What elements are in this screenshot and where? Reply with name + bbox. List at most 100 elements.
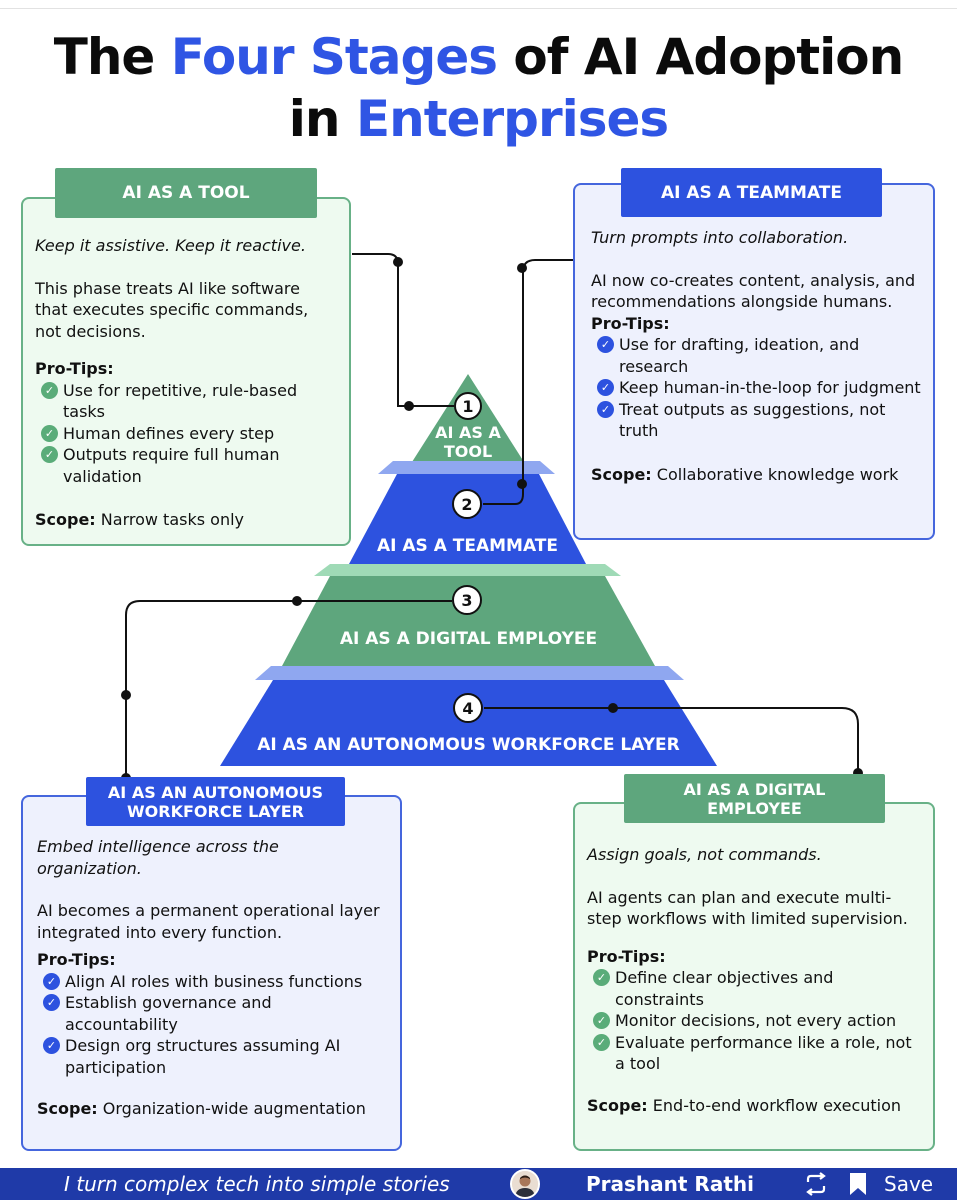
pyramid-divider-2 (314, 564, 621, 576)
connector-line-1 (352, 253, 454, 407)
avatar[interactable] (510, 1169, 540, 1199)
card-ai-as-a-tool: Keep it assistive. Keep it reactive. Thi… (21, 197, 351, 546)
tip-text: Treat outputs as suggestions, not truth (619, 399, 886, 441)
check-icon: ✓ (597, 379, 614, 396)
connector-line-2 (483, 259, 574, 505)
check-icon: ✓ (597, 336, 614, 353)
card-ai-as-a-teammate: Turn prompts into collaboration. AI now … (573, 183, 935, 540)
tip-item: ✓Use for repetitive, rule-based tasks (35, 380, 337, 423)
stage-number-4: 4 (453, 693, 483, 723)
tip-text: Use for repetitive, rule-based tasks (63, 380, 298, 422)
check-icon: ✓ (593, 1033, 610, 1051)
tips-list: ✓ Use for drafting, ideation, and researc… (591, 334, 921, 442)
pyramid-layer-3 (282, 576, 655, 666)
tip-item: ✓ Keep human-in-the-loop for judgment (591, 377, 921, 399)
card-intro: Turn prompts into collaboration. (591, 228, 849, 247)
avatar-icon (512, 1171, 538, 1197)
connector-dot (121, 690, 131, 700)
scope-text: Narrow tasks only (95, 510, 244, 529)
protips-heading: Pro-Tips: (37, 950, 116, 969)
card-scope: Scope: End-to-end workflow execution (587, 1095, 923, 1117)
stage-number-2: 2 (452, 489, 482, 519)
card-ai-as-a-digital-employee: Assign goals, not commands. AI agents ca… (573, 802, 935, 1151)
tag-line: EMPLOYEE (707, 798, 802, 818)
pyramid-layer-2 (349, 474, 586, 564)
bookmark-icon[interactable] (848, 1172, 868, 1196)
tip-text: Outputs require full human validation (63, 445, 280, 486)
check-icon: ✓ (41, 446, 58, 463)
scope-label: Scope: (37, 1099, 98, 1118)
tag-ai-as-a-teammate: AI AS A TEAMMATE (621, 168, 882, 217)
title-text: in (288, 90, 356, 148)
tip-item: ✓ Treat outputs as suggestions, not truth (591, 399, 921, 442)
stage-number-3: 3 (452, 585, 482, 615)
pyramid-label-line: TOOL (443, 442, 493, 461)
card-description: AI now co-creates content, analysis, and… (591, 270, 916, 312)
tip-item: ✓ Outputs require full human validation (35, 444, 337, 487)
check-icon: ✓ (43, 994, 60, 1011)
tip-item: ✓Human defines every step (35, 423, 337, 445)
tip-text: Define clear objectives and constraints (615, 968, 834, 1009)
tip-item: ✓ Establish governance and accountability (37, 992, 388, 1035)
page-title: The Four Stages of AI Adoption in Enterp… (0, 26, 957, 150)
protips-heading: Pro-Tips: (35, 359, 114, 378)
pyramid-label-line: AI AS A (435, 423, 501, 442)
tip-text: Keep human-in-the-loop for judgment (619, 378, 921, 397)
pyramid-divider-1 (378, 461, 555, 474)
protips-heading: Pro-Tips: (587, 946, 666, 966)
save-button[interactable]: Save (884, 1172, 934, 1196)
pyramid-divider-3 (255, 666, 684, 680)
repost-icon[interactable] (802, 1171, 830, 1197)
tip-text: Design org structures assuming AI partic… (65, 1036, 341, 1077)
tip-item: ✓ Monitor decisions, not every action (587, 1010, 923, 1032)
tag-line: WORKFORCE LAYER (127, 801, 304, 821)
connector-dot (292, 596, 302, 606)
connector-dot (393, 257, 403, 267)
tip-item: ✓ Align AI roles with business functions (37, 971, 388, 993)
pyramid-label-3: AI AS A DIGITAL EMPLOYEE (339, 629, 598, 649)
connector-dot (517, 479, 527, 489)
check-icon: ✓ (593, 1012, 610, 1029)
tips-list: ✓Use for repetitive, rule-based tasks ✓H… (35, 380, 337, 488)
check-icon: ✓ (43, 972, 60, 990)
author-name[interactable]: Prashant Rathi (586, 1172, 754, 1196)
tag-line: AI AS A DIGITAL (683, 779, 826, 799)
stage-number-1: 1 (454, 392, 482, 420)
connector-line-4 (484, 707, 859, 774)
card-scope: Scope: Collaborative knowledge work (591, 464, 921, 486)
tip-item: ✓Evaluate performance like a role, not a… (587, 1032, 923, 1075)
tip-text: Establish governance and accountability (65, 993, 272, 1034)
check-icon: ✓ (593, 969, 610, 986)
card-intro: Assign goals, not commands. (587, 845, 822, 864)
scope-text: Organization-wide augmentation (97, 1099, 366, 1118)
scope-text: End-to-end workflow execution (647, 1095, 902, 1115)
footer-bar: I turn complex tech into simple stories … (0, 1168, 957, 1200)
tip-text: Monitor decisions, not every action (615, 1011, 897, 1030)
pyramid-label-4: AI AS AN AUTONOMOUS WORKFORCE LAYER (257, 735, 680, 755)
title-highlight: Enterprises (355, 90, 669, 148)
scope-label: Scope: (587, 1095, 648, 1115)
tip-text: Use for drafting, ideation, and research (619, 335, 860, 376)
tip-text: Align AI roles with business functions (65, 971, 363, 991)
tip-item: ✓Design org structures assuming AI parti… (37, 1035, 388, 1078)
card-description: AI becomes a permanent operational layer… (37, 901, 380, 942)
tag-line: AI AS AN AUTONOMOUS (107, 782, 324, 802)
check-icon: ✓ (597, 400, 614, 418)
card-scope: Scope: Organization-wide augmentation (37, 1098, 388, 1120)
pyramid-label-2: AI AS A TEAMMATE (376, 536, 559, 556)
card-scope: Scope: Narrow tasks only (35, 509, 337, 531)
tip-text: Human defines every step (63, 423, 275, 443)
card-description: AI agents can plan and execute multi-ste… (587, 887, 908, 929)
connector-line-3 (125, 600, 452, 778)
card-intro: Embed intelligence across the organizati… (37, 837, 279, 878)
scope-label: Scope: (35, 510, 96, 529)
connector-dot (608, 703, 618, 713)
tip-item: ✓ Define clear objectives and constraints (587, 967, 923, 1010)
scope-label: Scope: (591, 464, 652, 484)
pyramid-label-1: AI AS A TOOL (418, 423, 518, 461)
card-ai-as-an-autonomous-workforce-layer: Embed intelligence across the organizati… (21, 795, 402, 1151)
tips-list: ✓ Define clear objectives and constraints… (587, 967, 923, 1075)
card-intro: Keep it assistive. Keep it reactive. (35, 236, 306, 255)
title-highlight: Four Stages (170, 28, 498, 86)
top-divider (0, 8, 957, 9)
